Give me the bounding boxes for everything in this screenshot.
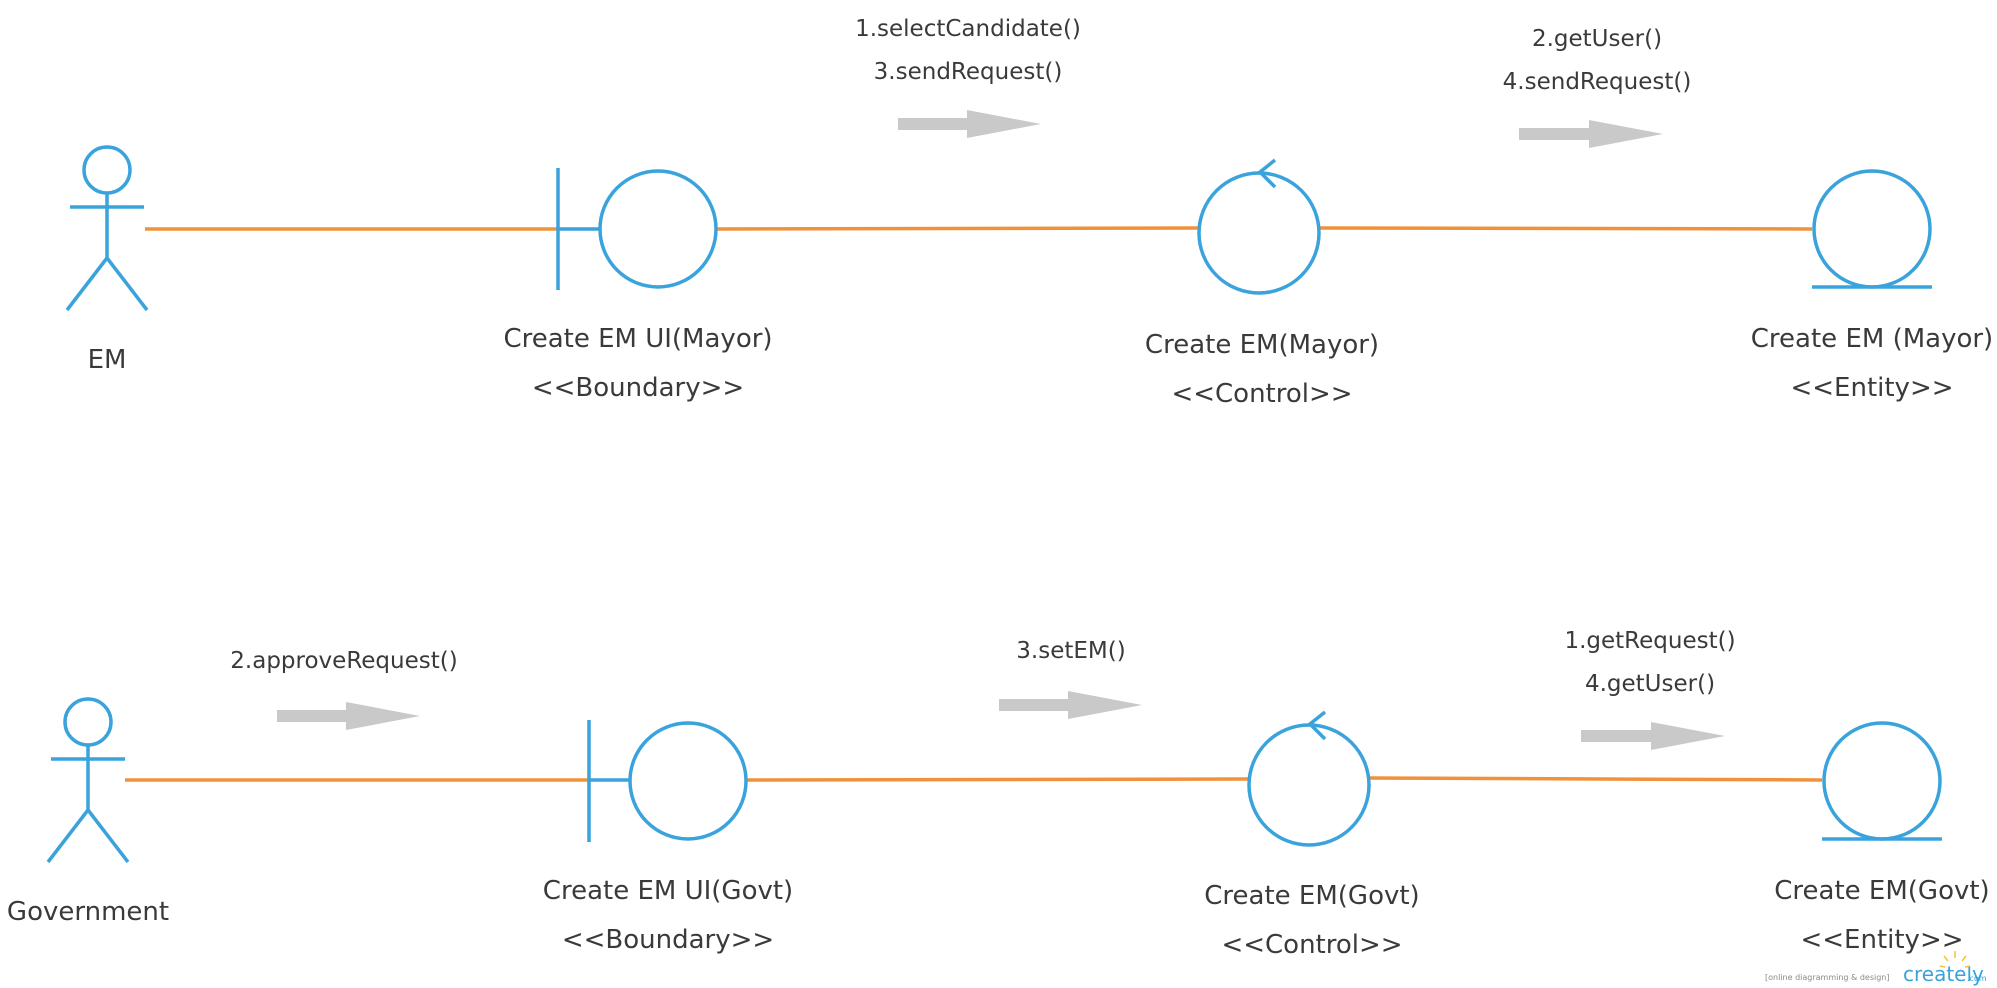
entity-govt-name: Create EM(Govt) [1774, 876, 1989, 906]
message-send-request-entity: 4.sendRequest() [1503, 69, 1692, 95]
entity-govt-icon [1822, 721, 1942, 841]
entity-govt-stereotype: <<Entity>> [1800, 925, 1963, 955]
link-boundary-to-control-govt [745, 777, 1249, 782]
sun-icon [1939, 951, 1971, 968]
link-boundary-to-control-mayor [716, 226, 1199, 231]
boundary-govt-stereotype: <<Boundary>> [562, 925, 774, 955]
link-control-to-entity-govt [1369, 776, 1823, 782]
watermark-tagline: [online diagramming & design] [1765, 973, 1889, 982]
watermark-suffix: .com [1967, 974, 1987, 983]
boundary-mayor-stereotype: <<Boundary>> [532, 373, 744, 403]
message-set-em: 3.setEM() [1016, 638, 1125, 664]
actor-em-label: EM [88, 345, 127, 375]
actor-government-icon [46, 697, 130, 864]
message-select-candidate: 1.selectCandidate() [855, 16, 1081, 42]
message-arrow-actor-to-boundary-govt [277, 702, 420, 730]
creately-watermark: [online diagramming & design] creately .… [1765, 951, 1987, 986]
message-get-user: 2.getUser() [1532, 26, 1662, 52]
boundary-govt-name: Create EM UI(Govt) [543, 876, 793, 906]
message-send-request: 3.sendRequest() [874, 59, 1063, 85]
link-control-to-entity-mayor [1319, 226, 1813, 231]
control-mayor-stereotype: <<Control>> [1171, 379, 1352, 409]
message-approve-request: 2.approveRequest() [230, 648, 457, 674]
control-govt-stereotype: <<Control>> [1221, 930, 1402, 960]
actor-em-icon [65, 145, 149, 312]
entity-mayor-name: Create EM (Mayor) [1751, 324, 1993, 354]
control-mayor-name: Create EM(Mayor) [1145, 330, 1379, 360]
actor-government-label: Government [7, 897, 169, 927]
boundary-mayor-name: Create EM UI(Mayor) [503, 324, 772, 354]
control-govt-icon [1247, 710, 1371, 847]
message-arrow-boundary-to-control-mayor [898, 110, 1041, 138]
control-govt-name: Create EM(Govt) [1204, 881, 1419, 911]
entity-mayor-icon [1812, 169, 1932, 289]
boundary-mayor-icon [556, 168, 718, 290]
control-mayor-icon [1197, 158, 1321, 295]
message-arrow-boundary-to-control-govt [999, 691, 1142, 719]
boundary-govt-icon [587, 720, 748, 842]
message-get-request: 1.getRequest() [1564, 628, 1735, 654]
message-arrow-control-to-entity-mayor [1519, 120, 1663, 148]
message-arrow-control-to-entity-govt [1581, 722, 1725, 750]
message-get-user-govt: 4.getUser() [1585, 671, 1715, 697]
entity-mayor-stereotype: <<Entity>> [1790, 373, 1953, 403]
